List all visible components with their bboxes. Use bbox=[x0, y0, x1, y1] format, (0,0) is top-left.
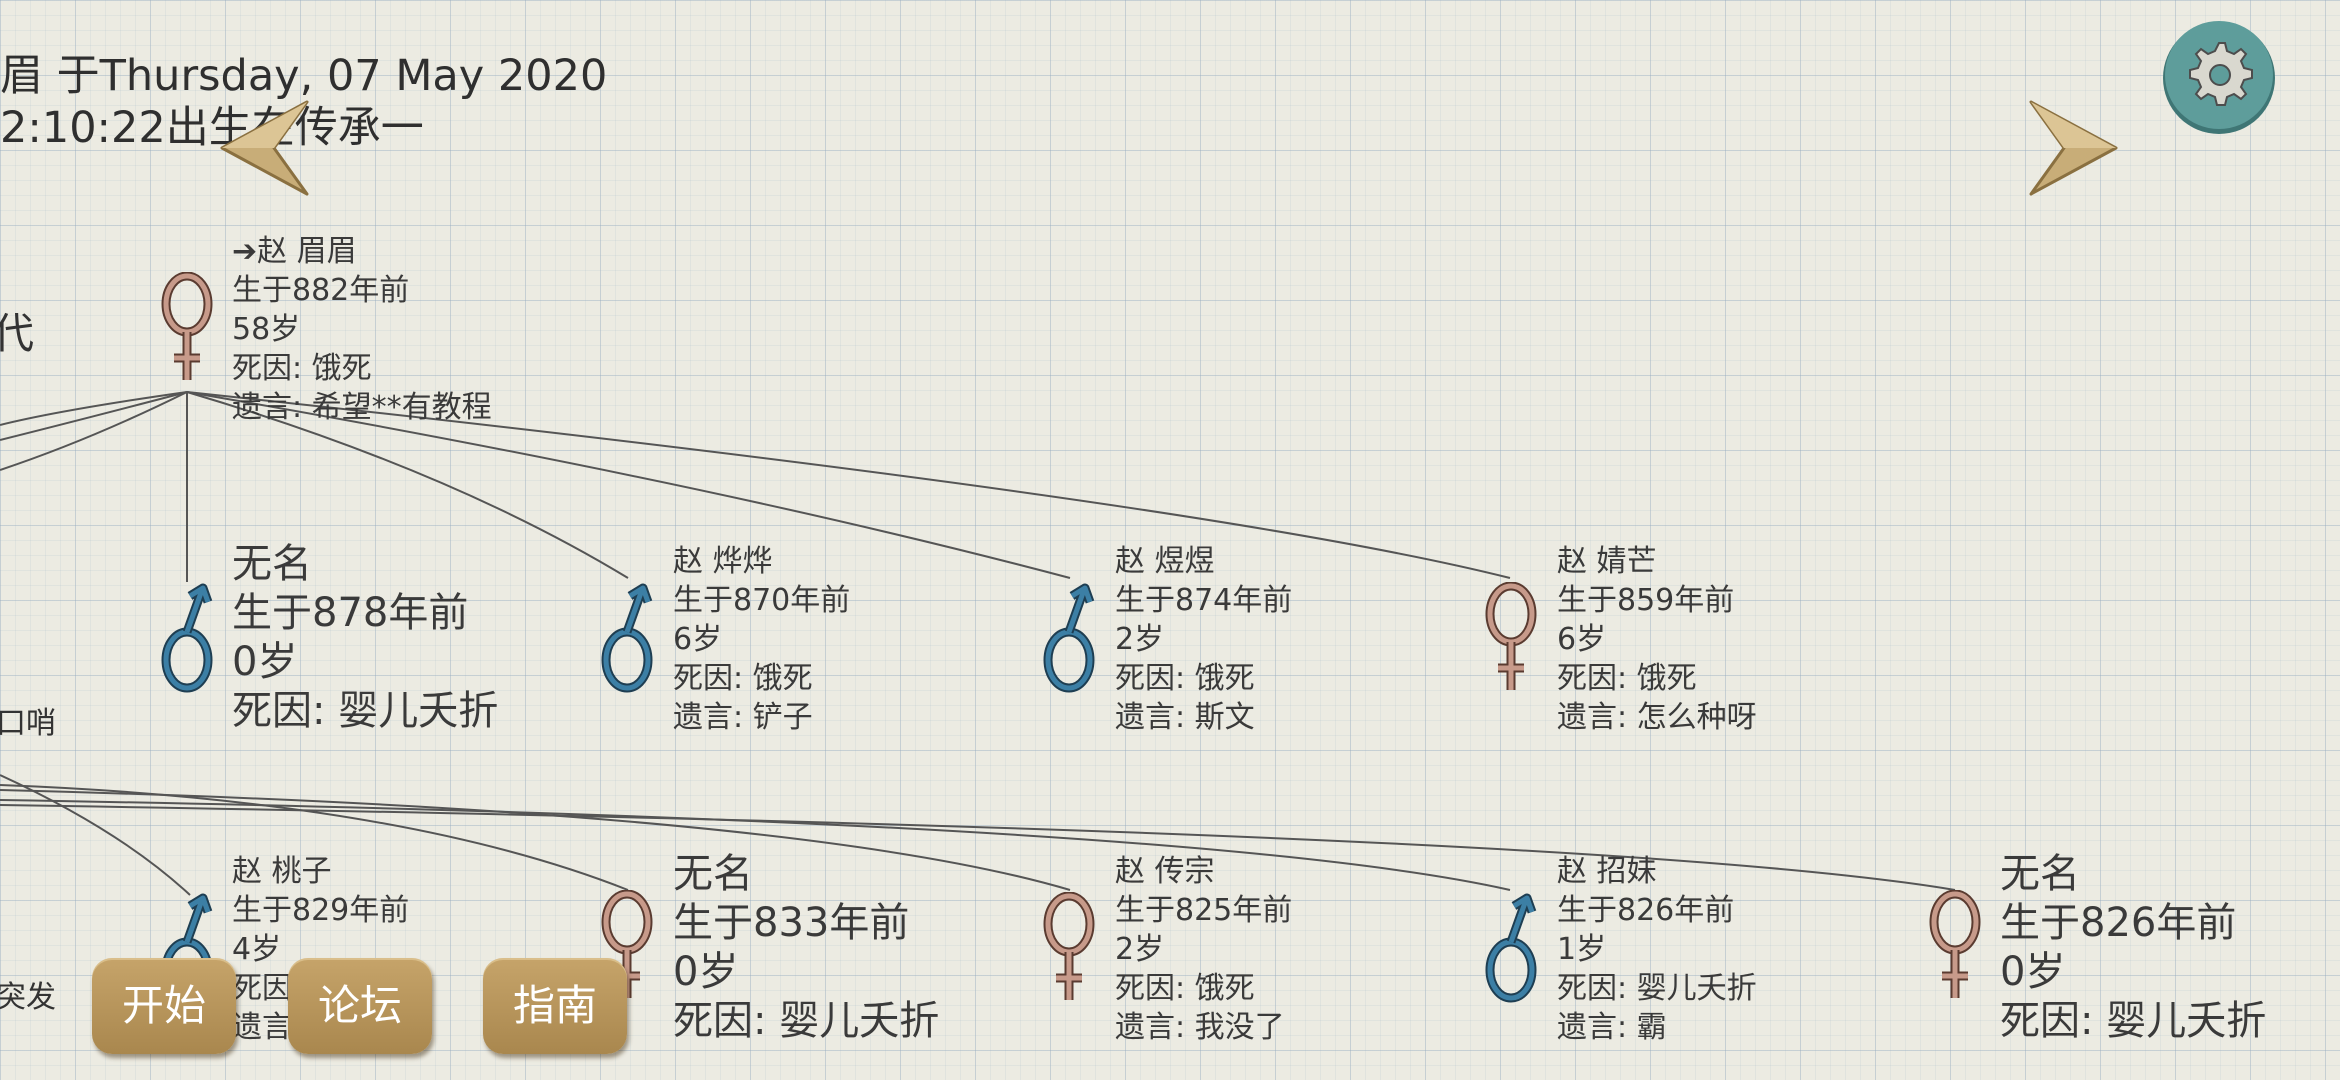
person-born: 生于870年前 bbox=[673, 583, 851, 618]
person-words: 遗言: 怎么种呀 bbox=[1557, 700, 1757, 735]
female-symbol-icon bbox=[1043, 892, 1095, 1000]
female-symbol-icon bbox=[1485, 582, 1537, 690]
person-cause: 死因: 婴儿夭折 bbox=[2000, 998, 2267, 1044]
person-born: 生于829年前 bbox=[232, 893, 410, 928]
person-cause: 死因: 饿死 bbox=[1115, 661, 1255, 696]
person-words: 遗言: 我没了 bbox=[1115, 1010, 1285, 1045]
person-cause: 死因: 饿死 bbox=[232, 351, 372, 386]
person-name: 无名 bbox=[2000, 851, 2080, 897]
person-born: 生于874年前 bbox=[1115, 583, 1293, 618]
person-age: 2岁 bbox=[1115, 932, 1165, 967]
person-born: 生于859年前 bbox=[1557, 583, 1735, 618]
female-symbol-icon bbox=[161, 272, 213, 380]
person-born: 生于882年前 bbox=[232, 273, 410, 308]
person-cause: 死因: 饿死 bbox=[1557, 661, 1697, 696]
person-cause: 死因: 饿死 bbox=[673, 661, 813, 696]
person-cause: 死因: 婴儿夭折 bbox=[232, 688, 499, 734]
person-born: 生于825年前 bbox=[1115, 893, 1293, 928]
female-symbol-icon bbox=[601, 890, 653, 998]
person-age: 0岁 bbox=[2000, 949, 2066, 995]
male-symbol-icon bbox=[161, 583, 213, 693]
chevron-right-icon[interactable] bbox=[2026, 98, 2126, 198]
person-words: 遗言: 斯文 bbox=[1115, 700, 1255, 735]
person-cause: 死因: 婴儿夭折 bbox=[673, 998, 940, 1044]
person-cause: 死因: 饿死 bbox=[1115, 971, 1255, 1006]
person-words: 遗言 bbox=[232, 1010, 292, 1045]
person-name: 赵 招妹 bbox=[1557, 854, 1657, 889]
birth-header: 眉 于Thursday, 07 May 2020 2:10:22出生在传承一 bbox=[0, 50, 607, 154]
person-age: 0岁 bbox=[673, 949, 739, 995]
gear-icon[interactable] bbox=[2160, 18, 2278, 136]
person-born: 生于833年前 bbox=[673, 900, 910, 946]
side-text-1: 口哨 bbox=[0, 706, 56, 741]
person-age: 6岁 bbox=[673, 622, 723, 657]
male-symbol-icon bbox=[601, 583, 653, 693]
person-born: 生于826年前 bbox=[1557, 893, 1735, 928]
person-born: 生于878年前 bbox=[232, 590, 469, 636]
header-line-2: 2:10:22出生在传承一 bbox=[0, 103, 424, 153]
female-symbol-icon bbox=[1929, 890, 1981, 998]
person-name: 赵 烨烨 bbox=[673, 544, 773, 579]
male-symbol-icon bbox=[1043, 583, 1095, 693]
person-age: 1岁 bbox=[1557, 932, 1607, 967]
side-text-2: 突发 bbox=[0, 980, 56, 1015]
person-age: 6岁 bbox=[1557, 622, 1607, 657]
chevron-left-icon[interactable] bbox=[212, 98, 312, 198]
person-age: 0岁 bbox=[232, 639, 298, 685]
male-symbol-icon bbox=[1485, 893, 1537, 1003]
generation-label: 代 bbox=[0, 309, 35, 358]
header-line-1: 眉 于Thursday, 07 May 2020 bbox=[0, 51, 608, 101]
person-name: 赵 传宗 bbox=[1115, 854, 1215, 889]
person-words: 遗言: 希望**有教程 bbox=[232, 390, 492, 425]
person-name: 赵 煜煜 bbox=[1115, 544, 1215, 579]
person-born: 生于826年前 bbox=[2000, 900, 2237, 946]
person-name: 无名 bbox=[673, 851, 753, 897]
start-button[interactable]: 开始 bbox=[92, 958, 236, 1054]
person-cause: 死因 bbox=[232, 971, 292, 1006]
person-name: 无名 bbox=[232, 541, 312, 587]
person-age: 4岁 bbox=[232, 932, 282, 967]
person-age: 2岁 bbox=[1115, 622, 1165, 657]
person-age: 58岁 bbox=[232, 312, 301, 347]
guide-button[interactable]: 指南 bbox=[483, 958, 627, 1054]
person-name: 赵 桃子 bbox=[232, 854, 332, 889]
person-words: 遗言: 铲子 bbox=[673, 700, 813, 735]
person-name: 赵 婧芒 bbox=[1557, 544, 1657, 579]
forum-button[interactable]: 论坛 bbox=[288, 958, 432, 1054]
person-cause: 死因: 婴儿夭折 bbox=[1557, 971, 1757, 1006]
person-words: 遗言: 霸 bbox=[1557, 1010, 1667, 1045]
person-name: ➔赵 眉眉 bbox=[232, 234, 357, 269]
